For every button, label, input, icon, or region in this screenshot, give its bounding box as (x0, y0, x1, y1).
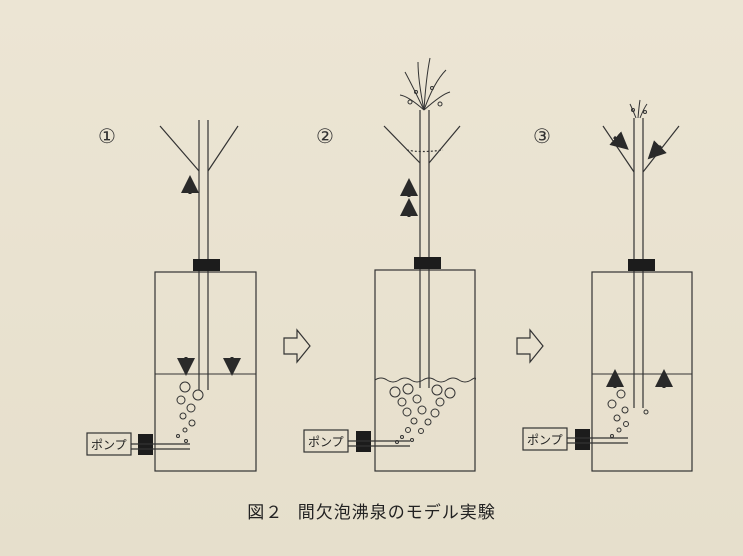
panel-1-container (154, 271, 257, 472)
transition-arrow-1-2 (283, 328, 311, 364)
panel-3-pump-box (522, 427, 568, 451)
panel-2-spray (399, 57, 451, 111)
panel-2-number: ② (316, 124, 334, 148)
panel-2-stopper (414, 257, 441, 269)
panel-3-stopper (628, 259, 655, 271)
panel-3-spray (629, 99, 648, 119)
panel-1-stopper (193, 259, 220, 271)
panel-3-pump-coupling (575, 429, 590, 450)
panel-3-pump-label: ポンプ (527, 433, 563, 447)
panel-1-funnel (159, 125, 239, 172)
panel-3-funnel (602, 125, 680, 173)
panel-2-funnel (383, 125, 461, 164)
panel-2-funnel-water (406, 149, 444, 153)
panel-1: ① ポンプ (86, 120, 257, 472)
panel-2-bubbles (389, 383, 456, 444)
figure-number: 図２ (247, 503, 284, 523)
figure-caption: 図２ 間欠泡沸泉のモデル実験 (0, 498, 743, 523)
panel-3-arrow-funnel-right (647, 140, 667, 160)
panel-3: ③ ポンプ (522, 99, 693, 472)
panel-2: ② ポンプ (303, 57, 476, 472)
panel-2-water-surface (374, 377, 476, 383)
panel-3-number: ③ (533, 124, 551, 148)
panel-2-pump-label: ポンプ (308, 435, 344, 449)
figure-title: 間欠泡沸泉のモデル実験 (297, 503, 496, 523)
panel-1-number: ① (98, 124, 116, 148)
transition-arrow-2-3 (516, 328, 544, 364)
panel-2-container (374, 269, 476, 472)
panel-1-bubbles (176, 381, 204, 443)
panel-3-arrow-funnel-left (609, 131, 629, 150)
panel-3-container (591, 271, 693, 472)
panel-1-pump-label: ポンプ (91, 438, 127, 452)
panel-3-bubbles (607, 389, 649, 438)
